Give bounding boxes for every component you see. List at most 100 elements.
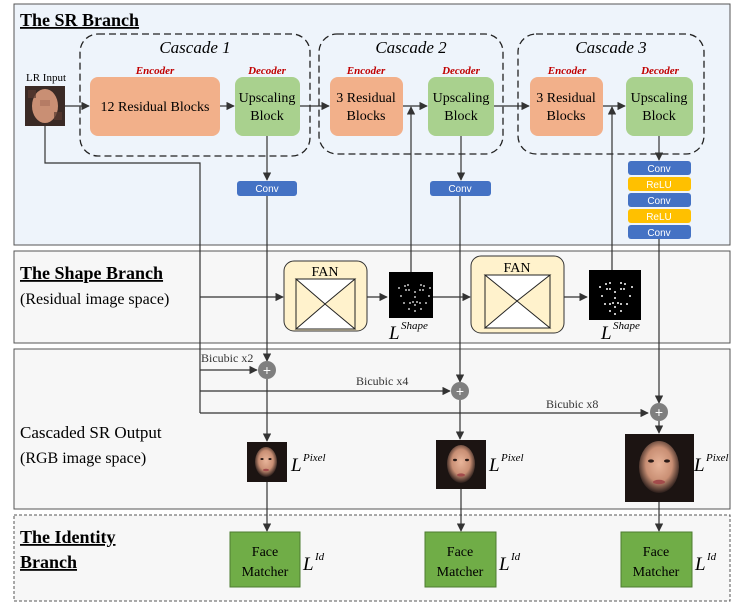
sr-output-image-x4 [436, 440, 486, 489]
face-matcher-2 [424, 531, 497, 588]
fan-2-label: FAN [504, 261, 531, 276]
adder-2: + [451, 382, 469, 400]
cascade-1-encoder-block [90, 77, 220, 136]
pixel-loss-2: L Pixel [488, 452, 524, 476]
svg-text:+: + [655, 404, 663, 420]
cascade-1-decoder-text-line2: Block [250, 109, 283, 124]
lr-bypass-line [44, 126, 201, 413]
lr-input-label: LR Input [26, 72, 66, 84]
bicubic-x2-label: Bicubic x2 [201, 351, 253, 365]
svg-text:Pixel: Pixel [302, 452, 326, 464]
face-matcher-2-line1: Face [447, 545, 473, 560]
cascade-3-decoder-text-line1: Upscaling [631, 91, 688, 106]
stack-conv-1 [628, 161, 691, 175]
stack-conv-3-label: Conv [647, 228, 670, 239]
fan-block-1 [283, 260, 368, 332]
cascade-1-decoder-label: Decoder [247, 65, 287, 77]
stack-relu-2 [628, 209, 691, 223]
stack-conv-3 [628, 225, 691, 239]
cascade-3-decoder-label: Decoder [640, 65, 680, 77]
svg-text:L: L [693, 455, 705, 476]
shape-branch-subtitle: (Residual image space) [20, 291, 169, 308]
pixel-loss-3: L Pixel [693, 452, 729, 476]
cascade-3-box [517, 33, 705, 155]
cascade-1-decoder-text-line1: Upscaling [239, 91, 296, 106]
svg-text:L: L [600, 323, 612, 344]
pixel-loss-1: L Pixel [290, 452, 326, 476]
svg-text:L: L [302, 554, 314, 575]
cascade-3-encoder-text-line2: Blocks [547, 109, 586, 124]
stack-conv-1-label: Conv [647, 164, 670, 175]
stack-relu-1-label: ReLU [646, 180, 672, 191]
svg-text:L: L [388, 323, 400, 344]
svg-text:+: + [456, 383, 464, 399]
identity-branch-panel [13, 514, 731, 602]
cascade-3-encoder-text-line1: 3 Residual [536, 91, 596, 106]
cascade-2-encoder-block [330, 77, 403, 136]
conv-2-label: Conv [448, 184, 471, 195]
stack-conv-2 [628, 193, 691, 207]
svg-text:+: + [263, 362, 271, 378]
svg-text:L: L [488, 455, 500, 476]
landmark-heatmap-1 [389, 272, 433, 318]
cascade-2-decoder-block [428, 77, 494, 136]
output-branch-subtitle: (RGB image space) [20, 450, 146, 467]
svg-text:L: L [498, 554, 510, 575]
cascade-2-decoder-label: Decoder [441, 65, 481, 77]
svg-text:Pixel: Pixel [500, 452, 524, 464]
conv-1-label: Conv [255, 184, 278, 195]
cascade-2-encoder-label: Encoder [346, 65, 386, 77]
shape-branch-title: The Shape Branch [20, 263, 163, 283]
stack-conv-2-label: Conv [647, 196, 670, 207]
sr-output-image-x2 [247, 442, 287, 482]
svg-text:Id: Id [706, 551, 717, 563]
identity-branch-title-line1: The Identity [20, 527, 116, 547]
conv-2 [430, 181, 491, 196]
cascade-2-title: Cascade 2 [375, 38, 447, 57]
cascade-3-title: Cascade 3 [575, 38, 646, 57]
conv-1 [237, 181, 297, 196]
bicubic-x8-label: Bicubic x8 [546, 397, 598, 411]
svg-text:Id: Id [510, 551, 521, 563]
lr-input-image [25, 86, 65, 126]
face-matcher-3-line2: Matcher [633, 565, 680, 580]
cascade-2-encoder-text-line1: 3 Residual [336, 91, 396, 106]
svg-text:L: L [290, 455, 302, 476]
stack-relu-1 [628, 177, 691, 191]
id-loss-3: L Id [694, 551, 717, 575]
cascade-1-title: Cascade 1 [159, 38, 230, 57]
face-matcher-3-line1: Face [643, 545, 669, 560]
face-matcher-1-line2: Matcher [242, 565, 289, 580]
fan-1-label: FAN [312, 265, 339, 280]
output-branch-title: Cascaded SR Output [20, 423, 162, 442]
cascade-2-encoder-text-line2: Blocks [347, 109, 386, 124]
face-matcher-1 [229, 531, 301, 588]
svg-text:L: L [694, 554, 706, 575]
cascade-3-encoder-label: Encoder [547, 65, 587, 77]
sr-output-image-x8 [625, 434, 694, 502]
cascade-1-encoder-label: Encoder [135, 65, 175, 77]
svg-text:Shape: Shape [613, 320, 640, 332]
id-loss-2: L Id [498, 551, 521, 575]
bicubic-x4-label: Bicubic x4 [356, 374, 408, 388]
cascade-2-box [318, 33, 504, 155]
adder-1: + [258, 361, 276, 379]
cascade-1-decoder-block [235, 77, 300, 136]
face-matcher-3 [620, 531, 693, 588]
cascade-2-decoder-text-line1: Upscaling [433, 91, 490, 106]
adder-3: + [650, 403, 668, 421]
sr-branch-title: The SR Branch [20, 10, 139, 30]
cascade-3-decoder-text-line2: Block [642, 109, 675, 124]
output-branch-panel [13, 348, 731, 510]
cascade-3-decoder-block [626, 77, 693, 136]
landmark-heatmap-2 [589, 270, 641, 320]
svg-text:Shape: Shape [401, 320, 428, 332]
stack-relu-2-label: ReLU [646, 212, 672, 223]
face-matcher-2-line2: Matcher [437, 565, 484, 580]
svg-text:Pixel: Pixel [705, 452, 729, 464]
shape-loss-2: L Shape [600, 320, 640, 344]
face-matcher-1-line1: Face [252, 545, 278, 560]
cascade-3-encoder-block [530, 77, 603, 136]
cascade-1-encoder-text: 12 Residual Blocks [101, 100, 210, 115]
